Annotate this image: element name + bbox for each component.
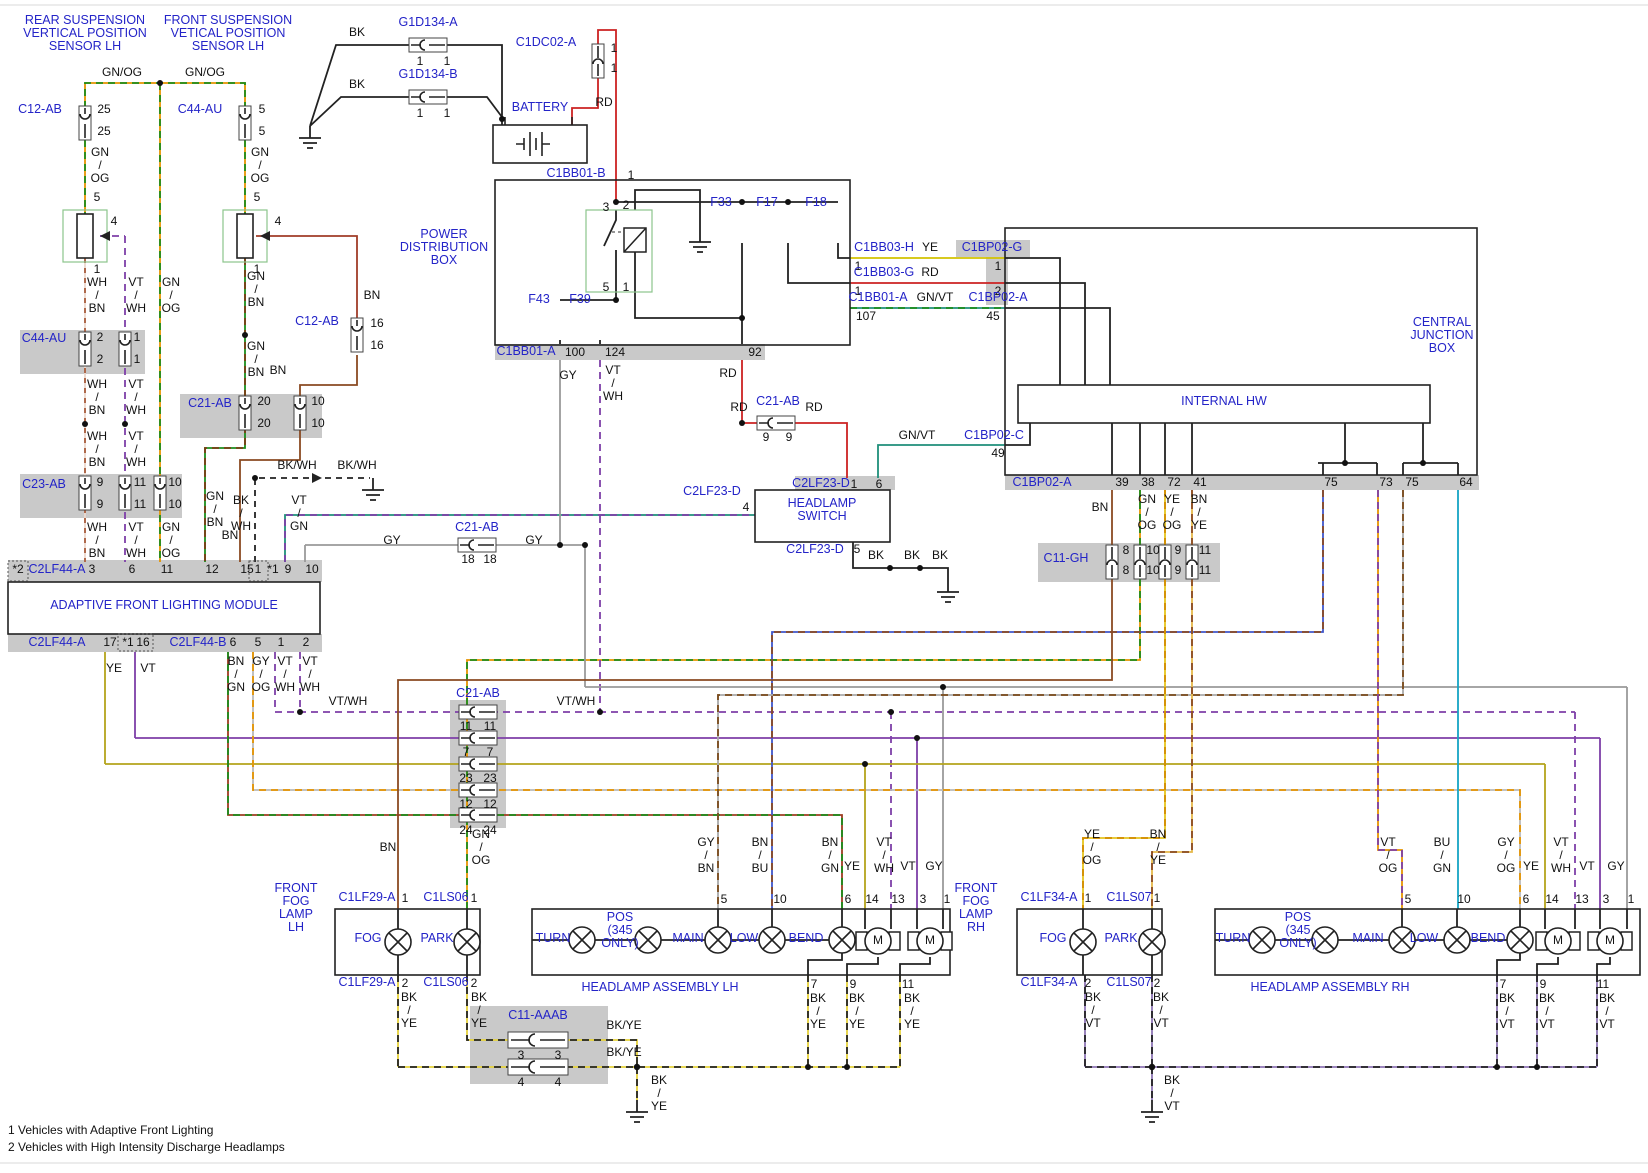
wire-vt-og	[1377, 489, 1403, 910]
wire-vt	[134, 652, 1601, 909]
wire-gn-og	[84, 82, 1141, 910]
wire-gy	[304, 360, 1628, 909]
wire-bk-wh	[254, 477, 371, 563]
pdb-internal	[559, 189, 850, 344]
note-boxes	[7, 560, 269, 652]
battery-symbol	[504, 117, 573, 156]
battery-box	[492, 124, 588, 164]
arrow	[312, 473, 322, 483]
bulbs-motors	[384, 926, 1633, 956]
ground-symbols	[298, 125, 1164, 1123]
component-boxes	[7, 124, 1641, 976]
wires-layer	[84, 29, 1628, 1101]
wire-gn-vt	[877, 444, 1005, 478]
wire-rd	[571, 29, 617, 202]
cjb-internal	[1005, 257, 1459, 475]
wire-bk-switch	[852, 542, 949, 580]
power-distribution-box	[494, 179, 851, 346]
wire-gy-og	[252, 651, 1521, 910]
wire-ye	[104, 652, 1546, 909]
aflm-box	[7, 581, 321, 635]
lamp-internals	[397, 909, 1628, 975]
wire-bn-gn	[227, 651, 843, 910]
wire-bn	[239, 355, 358, 562]
wire-vt-gn	[284, 514, 756, 563]
connector-symbols	[78, 37, 1199, 1076]
junction-dots	[82, 80, 1540, 1071]
internal-hw-box	[1017, 384, 1431, 424]
wire-bk	[309, 44, 503, 127]
sensors	[62, 209, 270, 263]
wire-bn	[256, 235, 358, 321]
headlamp-assembly-rh-box	[1214, 908, 1641, 976]
central-junction-box	[1004, 227, 1478, 476]
wire-bn-fog	[397, 490, 1113, 909]
wire-bk-vt	[1084, 974, 1598, 1101]
headlamp-switch-box	[754, 489, 891, 543]
relay	[585, 209, 653, 293]
